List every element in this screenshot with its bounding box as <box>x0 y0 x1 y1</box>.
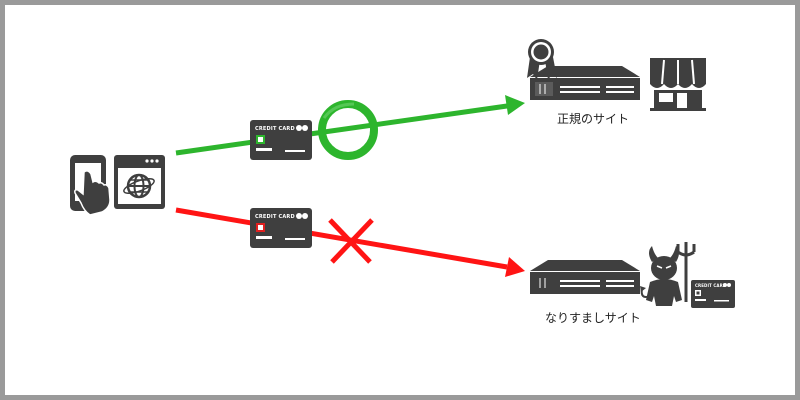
credit-card-fake: CREDIT CARD <box>250 208 312 248</box>
fake-site-label: なりすましサイト <box>545 311 641 325</box>
circle-ok-icon <box>318 100 378 160</box>
fake-arrow <box>175 207 525 277</box>
smartphone-touch-icon <box>70 155 111 216</box>
card-label: CREDIT CARD <box>695 283 727 288</box>
legit-arrow <box>175 95 525 156</box>
server-icon <box>530 260 640 294</box>
shop-storefront-icon <box>650 58 706 111</box>
credit-card-legit: CREDIT CARD <box>250 120 312 160</box>
legit-site-label: 正規のサイト <box>557 111 629 126</box>
card-label: CREDIT CARD <box>255 214 295 220</box>
credit-card-stolen: CREDIT CARD <box>691 280 735 308</box>
browser-globe-icon <box>114 155 165 209</box>
server-icon <box>530 66 640 100</box>
cross-ng-icon <box>328 218 374 264</box>
devil-icon <box>640 242 696 306</box>
card-label: CREDIT CARD <box>255 126 295 132</box>
